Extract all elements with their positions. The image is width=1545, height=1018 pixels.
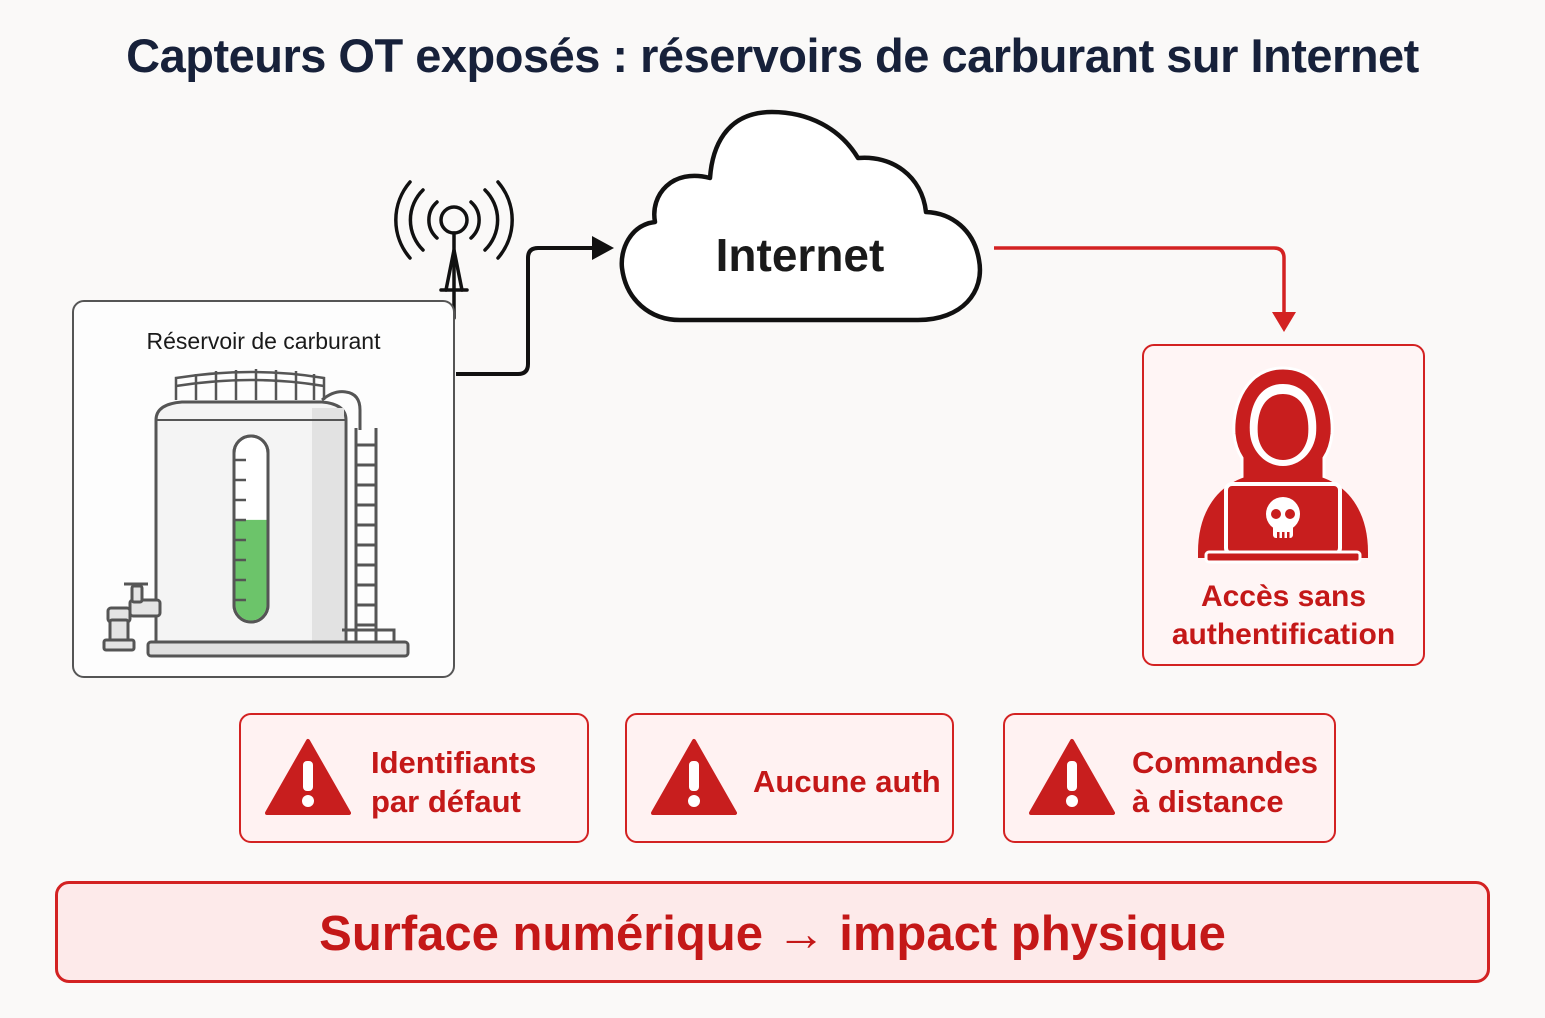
hacker-icon <box>1198 366 1368 564</box>
fuel-tank-label: Réservoir de carburant <box>146 328 381 354</box>
fuel-tank-icon <box>102 369 410 658</box>
impact-banner-text: Surface numérique → impact physique <box>319 907 1226 961</box>
attacker-label: Accès sans authentification <box>1144 578 1423 654</box>
page-title: Capteurs OT exposés : réservoirs de carb… <box>126 29 1419 82</box>
fuel-level-fill <box>235 519 267 621</box>
attacker-label-line1: Accès sans <box>1200 580 1367 613</box>
cloud-to-attacker-arrowhead <box>1272 312 1296 332</box>
risk-label: Identifiants par défaut <box>371 745 537 819</box>
antenna-icon <box>394 180 514 320</box>
risk-label: Aucune auth <box>753 764 941 799</box>
warning-icon <box>651 739 737 815</box>
risk-card-default-credentials: Identifiants par défaut <box>239 713 589 843</box>
fuel-tank-panel: Réservoir de carburant <box>72 300 455 678</box>
tank-to-cloud-arrowhead <box>592 236 614 260</box>
risk-card-remote-commands: Commandes à distance <box>1003 713 1336 843</box>
warning-icon <box>265 739 351 815</box>
tank-to-cloud-connector <box>456 246 596 376</box>
warning-icon <box>1029 739 1115 815</box>
cloud-icon <box>619 109 983 323</box>
impact-banner: Surface numérique → impact physique <box>55 881 1490 983</box>
attacker-label-line2: authentification <box>1171 618 1396 651</box>
attacker-panel: Accès sans authentification <box>1142 344 1425 666</box>
internet-label: Internet <box>715 229 885 281</box>
risk-card-no-auth: Aucune auth <box>625 713 954 843</box>
risk-label: Commandes à distance <box>1132 745 1319 819</box>
cloud-to-attacker-connector <box>994 246 1286 316</box>
